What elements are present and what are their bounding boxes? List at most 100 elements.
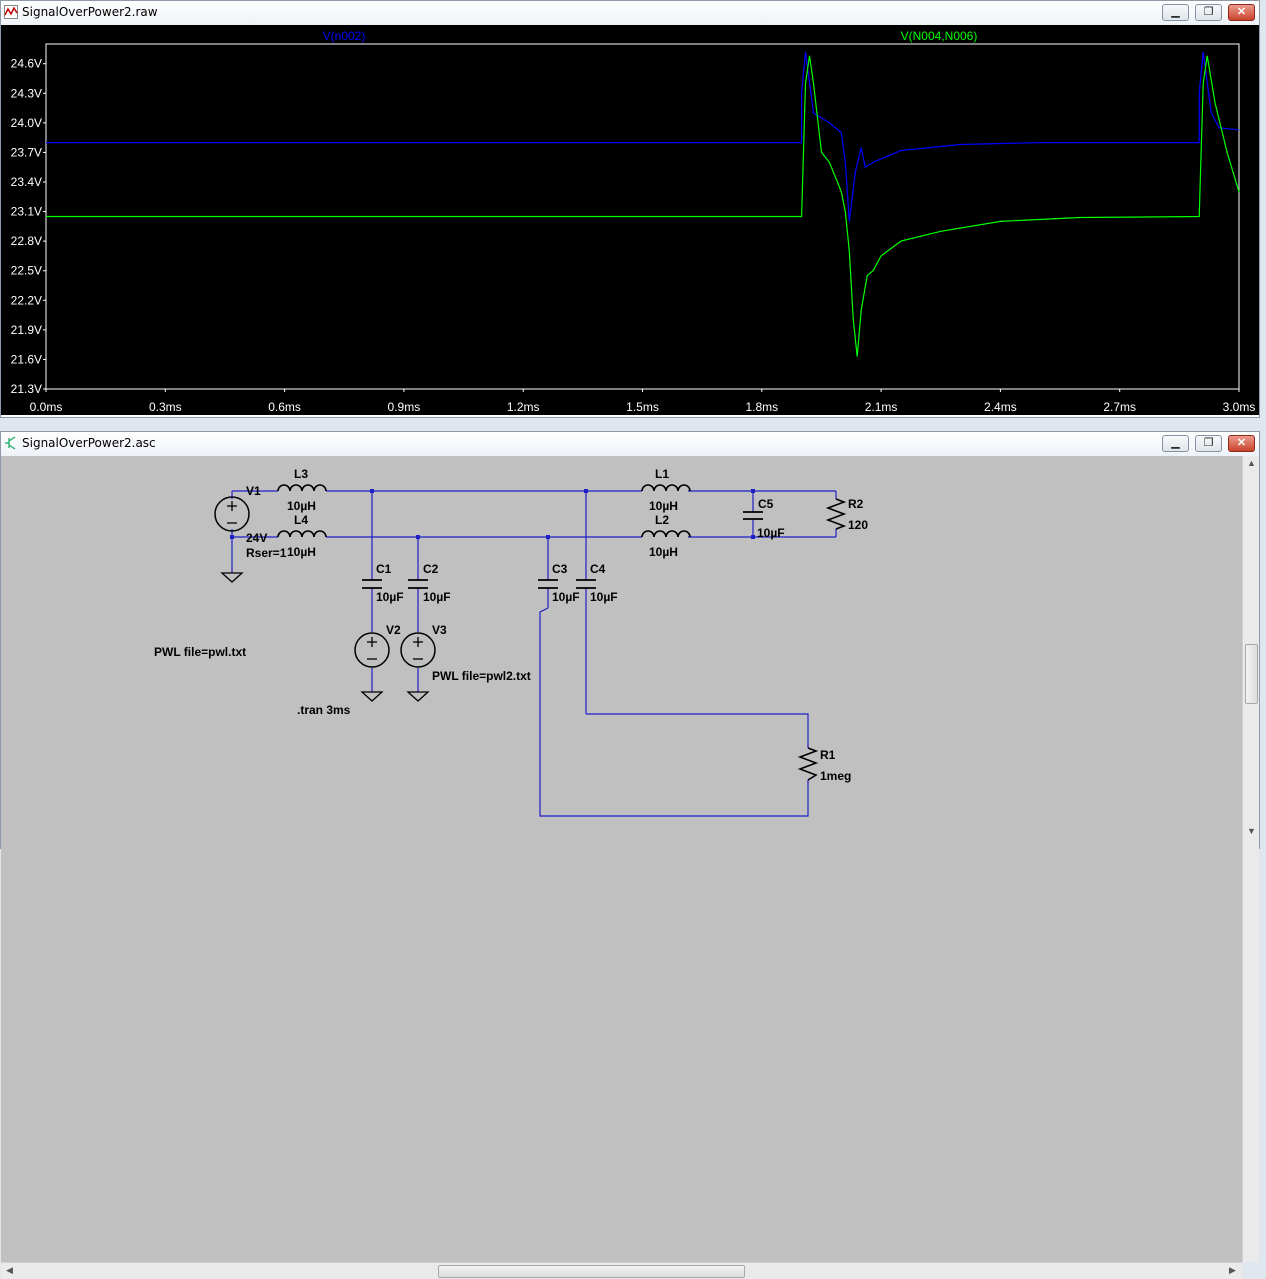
ground-symbol xyxy=(360,691,384,702)
y-tick-label: 23.4V xyxy=(11,175,42,189)
label-C1: C1 xyxy=(376,562,392,576)
label-L2-value: 10µH xyxy=(649,545,678,559)
label-L1-value: 10µH xyxy=(649,499,678,513)
label-L1: L1 xyxy=(655,467,669,481)
restore-icon: ❐ xyxy=(1203,437,1214,449)
label-L4: L4 xyxy=(294,513,308,527)
schematic-app-icon xyxy=(5,436,16,450)
schematic-window[interactable]: SignalOverPower2.asc ▁ ❐ ✕ xyxy=(0,431,1260,1279)
y-tick-label: 23.1V xyxy=(11,205,42,219)
trace-label-n004-n006[interactable]: V(N004,N006) xyxy=(901,29,978,43)
label-R2: R2 xyxy=(848,497,864,511)
y-axis: 24.6V 24.3V 24.0V 23.7V 23.4V 23.1V 22.8V 22.5V… xyxy=(11,57,46,396)
label-L3: L3 xyxy=(294,467,308,481)
label-V3: V3 xyxy=(432,623,447,637)
y-tick-label: 22.8V xyxy=(11,234,42,248)
label-C2-value: 10µF xyxy=(423,590,451,604)
close-icon: ✕ xyxy=(1236,6,1247,18)
waveform-app-icon xyxy=(4,5,18,19)
label-L3-value: 10µH xyxy=(287,499,316,513)
x-tick-label: 1.2ms xyxy=(507,400,540,414)
capacitor-C1[interactable] xyxy=(362,579,382,589)
y-tick-label: 21.3V xyxy=(11,382,42,396)
inductor-L2[interactable] xyxy=(641,530,691,538)
vertical-scroll-thumb[interactable] xyxy=(1245,644,1258,704)
schematic-window-title: SignalOverPower2.asc xyxy=(22,436,156,450)
junction-dots xyxy=(230,489,755,539)
restore-button[interactable]: ❐ xyxy=(1195,4,1222,21)
y-tick-label: 21.9V xyxy=(11,323,42,337)
voltage-source-V3[interactable] xyxy=(400,632,436,668)
directive-pwl1[interactable]: PWL file=pwl.txt xyxy=(154,645,246,659)
restore-icon: ❐ xyxy=(1203,6,1214,18)
label-V1-value: 24V xyxy=(246,531,267,545)
scroll-left-icon[interactable]: ◀ xyxy=(6,1265,13,1275)
x-tick-label: 0.3ms xyxy=(149,400,182,414)
capacitor-C4[interactable] xyxy=(576,579,596,589)
traces xyxy=(46,51,1240,357)
label-R2-value: 120 xyxy=(848,518,868,532)
trace-label-n002[interactable]: V(n002) xyxy=(323,29,366,43)
capacitor-C5[interactable] xyxy=(743,511,763,520)
x-tick-label: 2.1ms xyxy=(865,400,898,414)
y-tick-label: 24.6V xyxy=(11,57,42,71)
y-tick-label: 21.6V xyxy=(11,352,42,366)
label-C1-value: 10µF xyxy=(376,590,404,604)
waveform-plot[interactable]: V(n002) V(N004,N006) 24.6V 24.3V 24.0V 23.7… xyxy=(1,25,1259,415)
schematic-canvas[interactable]: V1 24V Rser=1 L3 10µH L4 10µH L1 10µH L2… xyxy=(1,456,1242,1262)
label-C5: C5 xyxy=(758,497,774,511)
vertical-scrollbar[interactable]: ▲ ▼ xyxy=(1242,456,1259,1262)
minimize-icon: ▁ xyxy=(1171,6,1180,18)
trace-v-n004-n006[interactable] xyxy=(46,55,1240,357)
horizontal-scroll-thumb[interactable] xyxy=(438,1265,745,1278)
capacitor-C2[interactable] xyxy=(408,579,428,589)
voltage-source-V2[interactable] xyxy=(354,632,390,668)
label-C2: C2 xyxy=(423,562,439,576)
resistor-R1[interactable] xyxy=(797,747,819,781)
y-tick-label: 24.3V xyxy=(11,86,42,100)
voltage-source-V1[interactable] xyxy=(214,496,250,532)
x-tick-label: 3.0ms xyxy=(1223,400,1256,414)
minimize-icon: ▁ xyxy=(1171,437,1180,449)
y-tick-label: 22.5V xyxy=(11,264,42,278)
label-R1-value: 1meg xyxy=(820,769,851,783)
label-V1-rser: Rser=1 xyxy=(246,546,287,560)
capacitor-C3[interactable] xyxy=(538,579,558,589)
resistor-R2[interactable] xyxy=(825,498,847,530)
inductor-L1[interactable] xyxy=(641,484,691,492)
label-L4-value: 10µH xyxy=(287,545,316,559)
waveform-window[interactable]: SignalOverPower2.raw ▁ ❐ ✕ V(n002) V(N00… xyxy=(0,0,1260,418)
scroll-up-icon[interactable]: ▲ xyxy=(1247,458,1256,468)
schematic-minimize-button[interactable]: ▁ xyxy=(1162,435,1189,452)
y-tick-label: 24.0V xyxy=(11,116,42,130)
horizontal-scrollbar[interactable]: ◀ ▶ xyxy=(1,1262,1242,1279)
label-V2: V2 xyxy=(386,623,401,637)
y-tick-label: 22.2V xyxy=(11,293,42,307)
x-tick-label: 2.4ms xyxy=(984,400,1017,414)
wires xyxy=(231,490,837,817)
inductor-L4[interactable] xyxy=(277,530,327,538)
minimize-button[interactable]: ▁ xyxy=(1162,4,1189,21)
label-C3: C3 xyxy=(552,562,568,576)
schematic-close-button[interactable]: ✕ xyxy=(1228,435,1255,452)
schematic-restore-button[interactable]: ❐ xyxy=(1195,435,1222,452)
trace-v-n002[interactable] xyxy=(46,51,1240,222)
schematic-titlebar[interactable]: SignalOverPower2.asc ▁ ❐ ✕ xyxy=(1,432,1259,457)
scroll-down-icon[interactable]: ▼ xyxy=(1247,826,1256,836)
directive-tran[interactable]: .tran 3ms xyxy=(297,703,351,717)
waveform-titlebar[interactable]: SignalOverPower2.raw ▁ ❐ ✕ xyxy=(1,1,1259,26)
x-tick-label: 1.5ms xyxy=(626,400,659,414)
y-tick-label: 23.7V xyxy=(11,145,42,159)
waveform-plot-area[interactable]: V(n002) V(N004,N006) 24.6V 24.3V 24.0V 23.7… xyxy=(1,25,1259,415)
close-button[interactable]: ✕ xyxy=(1228,4,1255,21)
ground-symbol xyxy=(406,691,430,702)
schematic-drawing[interactable]: V1 24V Rser=1 L3 10µH L4 10µH L1 10µH L2… xyxy=(1,456,1242,862)
inductor-L3[interactable] xyxy=(277,484,327,492)
ground-symbol xyxy=(220,572,244,583)
waveform-window-title: SignalOverPower2.raw xyxy=(22,5,158,19)
directive-pwl2[interactable]: PWL file=pwl2.txt xyxy=(432,669,531,683)
scroll-right-icon[interactable]: ▶ xyxy=(1229,1265,1236,1275)
x-tick-label: 0.6ms xyxy=(268,400,301,414)
x-tick-label: 2.7ms xyxy=(1103,400,1136,414)
